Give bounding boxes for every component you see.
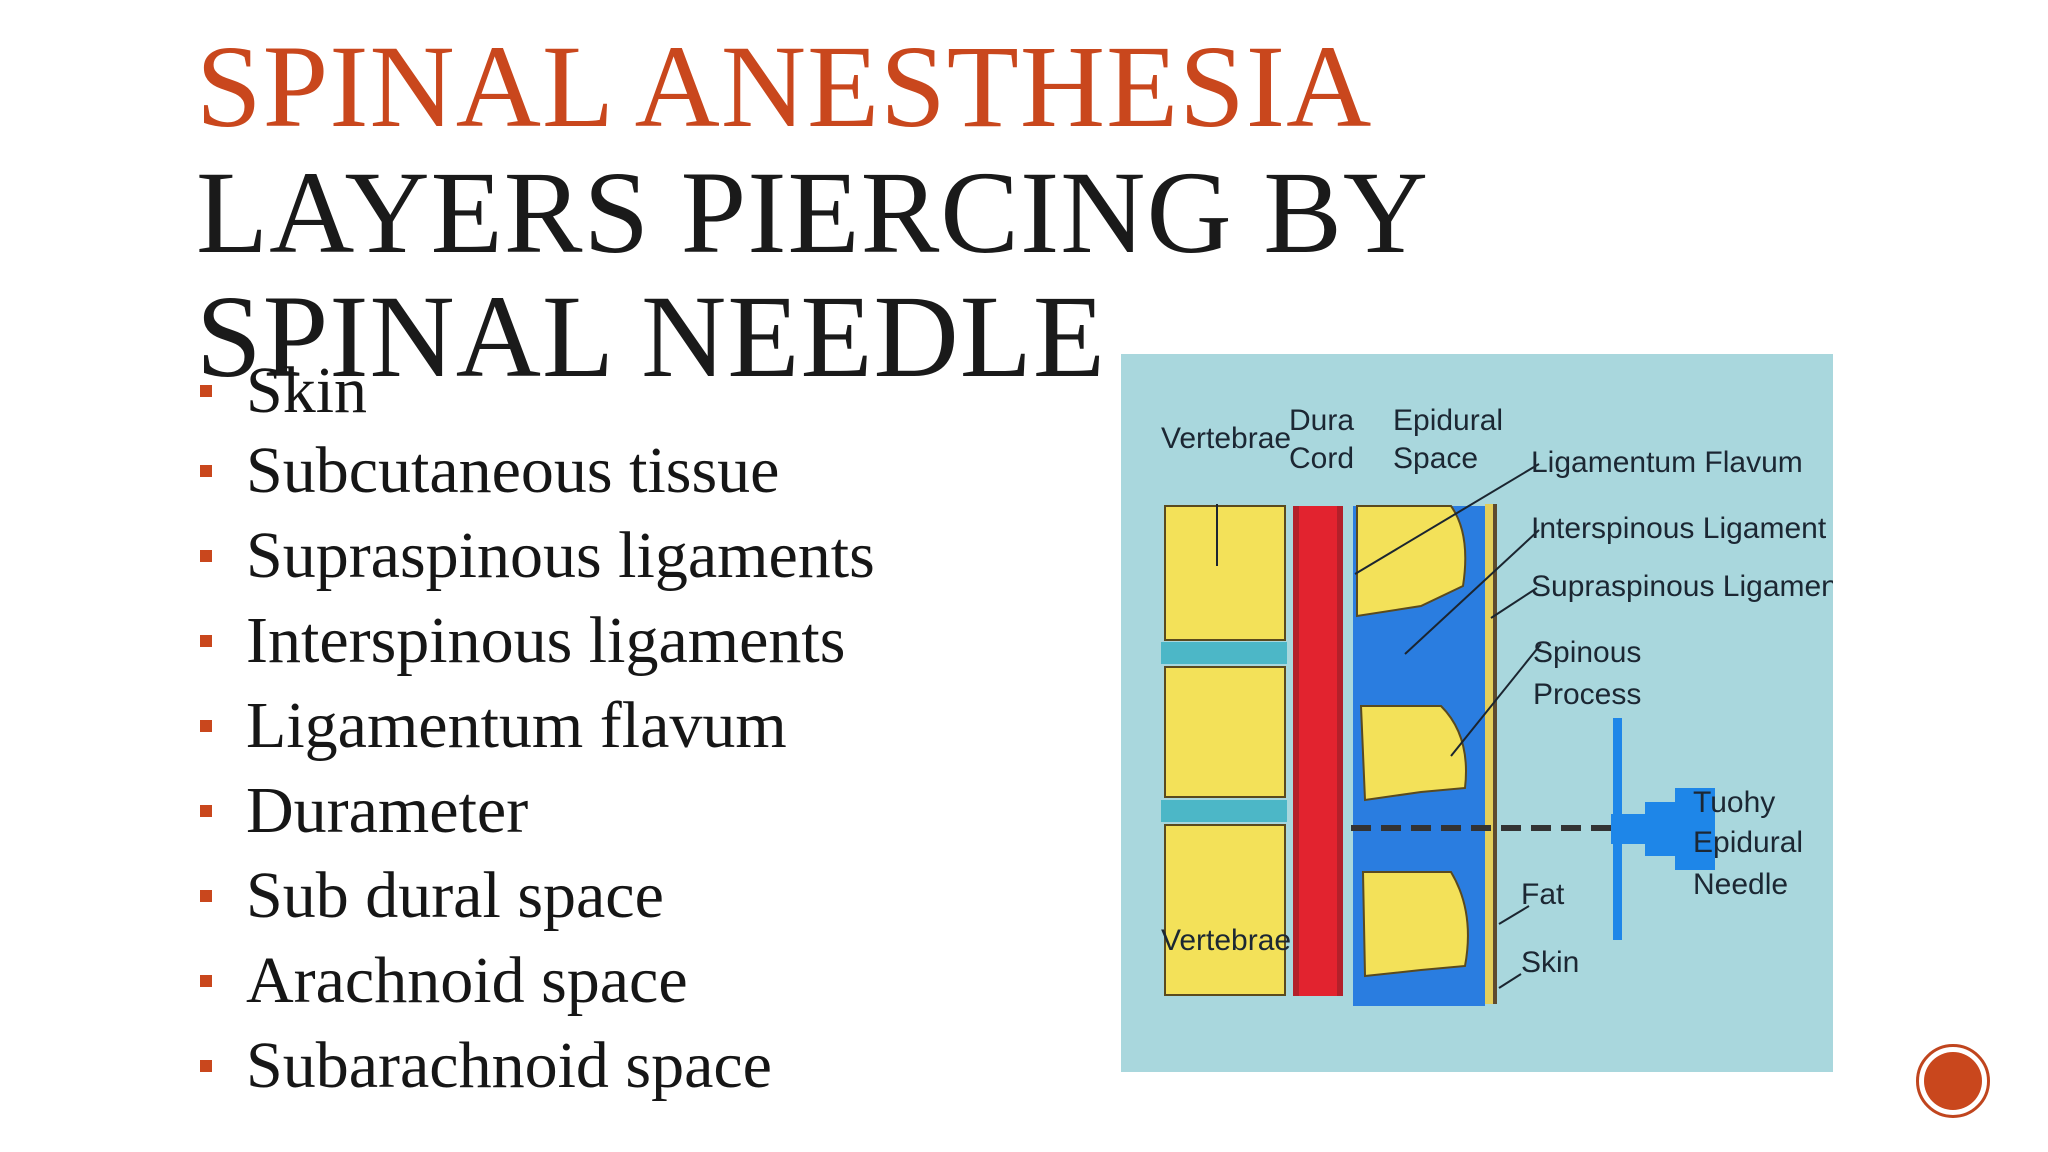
- bullet-text: Supraspinous ligaments: [246, 519, 875, 592]
- fat-layer: [1485, 504, 1493, 1004]
- bullet-text: Ligamentum flavum: [246, 689, 787, 762]
- needle-hub: [1611, 814, 1647, 844]
- vertebra-body-bottom: [1164, 824, 1286, 996]
- label-fat: Fat: [1521, 878, 1565, 911]
- bullet-item: Subcutaneous tissue: [200, 438, 779, 504]
- label-ligamentum-flavum: Ligamentum Flavum: [1531, 446, 1803, 479]
- label-vertebrae-top: Vertebrae: [1161, 422, 1291, 455]
- bullet-item: Interspinous ligaments: [200, 608, 845, 674]
- bullet-text: Sub dural space: [246, 859, 664, 932]
- bullet-marker: [200, 890, 212, 902]
- bullet-item: Ligamentum flavum: [200, 693, 787, 759]
- bullet-marker: [200, 720, 212, 732]
- needle-body: [1645, 802, 1675, 856]
- skin-layer: [1493, 504, 1497, 1004]
- pointer-supraspinous: [1490, 587, 1538, 619]
- bullet-marker: [200, 975, 212, 987]
- bullet-item: Sub dural space: [200, 863, 664, 929]
- spinous-process-bottom: [1361, 871, 1469, 978]
- label-skin: Skin: [1521, 946, 1579, 979]
- spinal-cord: [1299, 506, 1337, 996]
- bullet-marker: [200, 550, 212, 562]
- label-cord: Cord: [1289, 442, 1354, 475]
- label-epidural: Epidural: [1393, 404, 1503, 437]
- bullet-item: Supraspinous ligaments: [200, 523, 875, 589]
- label-interspinous-ligament: Interspinous Ligament: [1531, 512, 1827, 545]
- bullet-text: Skin: [246, 354, 368, 427]
- label-dura: Dura: [1289, 404, 1354, 437]
- label-process: Process: [1533, 678, 1641, 711]
- bullet-marker: [200, 805, 212, 817]
- bullet-text: Subcutaneous tissue: [246, 434, 780, 507]
- bullet-text: Interspinous ligaments: [246, 604, 846, 677]
- vertebra-body-middle: [1164, 666, 1286, 798]
- label-needle: Needle: [1693, 868, 1788, 901]
- bullet-marker: [200, 465, 212, 477]
- bullet-item: Arachnoid space: [200, 948, 688, 1014]
- bullet-marker: [200, 635, 212, 647]
- pointer-ligamentum-flavum: [1354, 463, 1540, 575]
- label-spinous: Spinous: [1533, 636, 1641, 669]
- bullet-text: Durameter: [246, 774, 529, 847]
- pointer-skin: [1498, 973, 1522, 989]
- label-vertebrae-bottom: Vertebrae: [1161, 924, 1291, 957]
- intervertebral-disc-top: [1161, 642, 1287, 664]
- bullet-item: Subarachnoid space: [200, 1033, 772, 1099]
- circle-nav-icon[interactable]: [1916, 1044, 1990, 1118]
- bullet-marker: [200, 1060, 212, 1072]
- bullet-marker: [200, 385, 212, 397]
- spinal-layers-diagram: Vertebrae Dura Cord Epidural Space Ligam…: [1121, 354, 1833, 1072]
- diagram-svg: Vertebrae Dura Cord Epidural Space Ligam…: [1121, 354, 1833, 1072]
- pointer-interspinous: [1404, 529, 1540, 655]
- title-line-1: SPINAL ANESTHESIA: [196, 21, 1373, 152]
- spinous-process-middle: [1359, 705, 1467, 802]
- title-line-2: LAYERS PIERCING BY: [196, 147, 1430, 278]
- needle-grip: [1675, 788, 1715, 870]
- label-space: Space: [1393, 442, 1478, 475]
- pointer-spinous-process: [1450, 643, 1542, 757]
- bullet-text: Subarachnoid space: [246, 1029, 772, 1102]
- label-supraspinous-ligament: Supraspinous Ligament: [1531, 570, 1833, 603]
- bullet-item: Skin: [200, 358, 367, 424]
- spinous-process-top: [1356, 505, 1467, 618]
- vertebra-body-top: [1164, 505, 1286, 641]
- intervertebral-disc-bottom: [1161, 800, 1287, 822]
- bullet-item: Durameter: [200, 778, 528, 844]
- bullet-text: Arachnoid space: [246, 944, 688, 1017]
- title-line-3: SPINAL NEEDLE: [196, 271, 1106, 402]
- label-epidural-needle: Epidural: [1693, 826, 1803, 859]
- pointer-fat: [1498, 905, 1530, 925]
- circle-nav-fill: [1924, 1052, 1982, 1110]
- label-tuohy: Tuohy: [1693, 786, 1775, 819]
